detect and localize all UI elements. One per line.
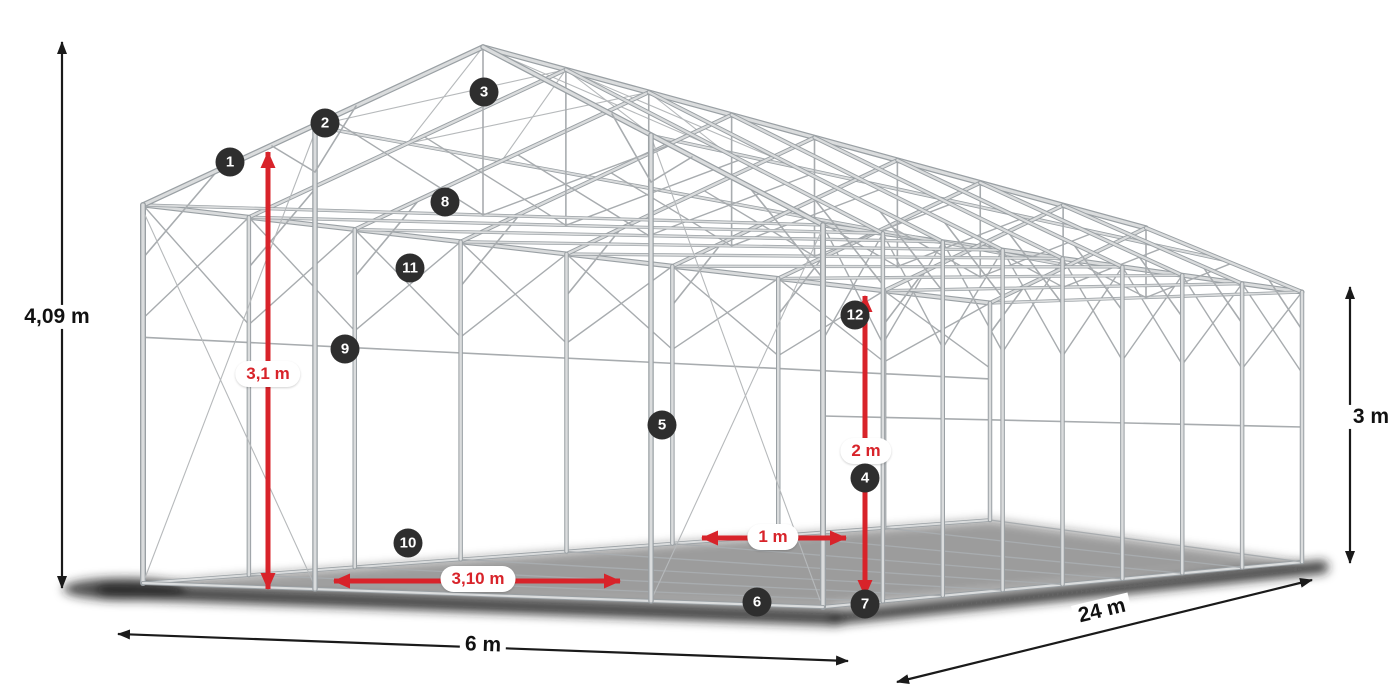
frame-line <box>459 253 568 338</box>
frame-line <box>813 136 1064 260</box>
frame-line <box>1241 291 1303 370</box>
frame-line <box>1121 274 1183 362</box>
frame-line <box>312 69 567 127</box>
frame-line <box>482 144 671 216</box>
frame-line <box>459 113 733 243</box>
frame-line <box>97 583 844 626</box>
frame-line <box>406 46 484 144</box>
frame-line <box>1121 266 1183 366</box>
frame-line <box>1181 274 1243 370</box>
frame-line <box>671 242 723 306</box>
frame-line <box>565 69 654 137</box>
frame-line <box>671 265 779 357</box>
frame-line <box>247 68 568 219</box>
frame-line <box>1061 204 1244 285</box>
dimension-inner-height: 2 m <box>840 438 892 464</box>
frame-line <box>652 141 821 601</box>
frame-line <box>564 68 885 235</box>
frame-line <box>406 91 650 144</box>
frame-line <box>515 153 650 237</box>
frame-line <box>354 241 462 332</box>
frame-line <box>142 169 219 259</box>
frame-line <box>671 542 1124 580</box>
frame-line <box>144 214 314 583</box>
frame-line <box>989 285 1026 335</box>
marker-7[interactable]: 7 <box>850 589 880 619</box>
frame-line <box>652 231 822 597</box>
frame-line <box>354 228 462 338</box>
frame-line <box>141 581 825 609</box>
frame-line <box>459 213 522 288</box>
marker-1[interactable]: 1 <box>215 147 245 177</box>
frame-line <box>822 224 884 345</box>
marker-2[interactable]: 2 <box>310 108 340 138</box>
marker-5[interactable]: 5 <box>647 410 677 440</box>
frame-line <box>1241 282 1303 374</box>
frame-line <box>648 173 812 237</box>
frame-line <box>1201 265 1243 325</box>
marker-11[interactable]: 11 <box>395 253 425 283</box>
frame-line <box>1137 254 1184 318</box>
frame-line <box>1061 257 1124 362</box>
frame-line <box>777 290 885 357</box>
frame-line <box>877 208 944 293</box>
frame-line <box>608 171 733 247</box>
marker-9[interactable]: 9 <box>330 334 360 364</box>
frame-line <box>248 183 320 269</box>
frame-line <box>1007 231 1064 305</box>
frame-line <box>1181 282 1243 366</box>
marker-10[interactable]: 10 <box>393 528 423 558</box>
frame-line <box>1144 226 1304 294</box>
dimension-clearance-height: 3,1 m <box>235 361 301 387</box>
frame-line <box>647 91 944 243</box>
frame-line <box>896 158 1124 269</box>
dimension-arrow <box>896 578 1313 684</box>
frame-line <box>314 105 357 173</box>
marker-6[interactable]: 6 <box>742 587 772 617</box>
frame-line <box>730 113 1004 252</box>
frame-line <box>883 271 925 325</box>
marker-12[interactable]: 12 <box>840 300 870 330</box>
frame-line <box>565 265 674 344</box>
frame-line <box>459 241 568 344</box>
frame-line <box>1145 262 1233 299</box>
frame-line <box>144 131 316 579</box>
marker-4[interactable]: 4 <box>850 463 880 493</box>
frame-line <box>565 69 797 168</box>
frame-line <box>248 228 356 326</box>
frame-line <box>1266 277 1303 331</box>
dimension-width: 6 m <box>459 632 507 658</box>
frame-line <box>1061 266 1124 357</box>
frame-line <box>482 46 725 153</box>
frame-line <box>747 185 824 280</box>
frame-line <box>888 225 981 278</box>
frame-line <box>979 181 1184 277</box>
frame-line <box>565 227 622 297</box>
frame-line <box>142 204 250 326</box>
frame-line <box>671 277 779 351</box>
frame-line <box>989 519 1303 563</box>
marker-8[interactable]: 8 <box>430 187 460 217</box>
frame-line <box>248 216 356 332</box>
frame-line <box>271 145 316 173</box>
frame-line <box>353 91 650 231</box>
dimension-side-height: 3 m <box>1347 404 1395 430</box>
frame-line <box>142 216 250 320</box>
frame-line <box>942 219 1004 299</box>
frame-line <box>1072 242 1124 312</box>
frame-line <box>611 113 652 183</box>
frame-line <box>812 196 884 286</box>
marker-3[interactable]: 3 <box>469 77 499 107</box>
dimension-inner-width: 1 m <box>747 524 799 550</box>
frame-line <box>883 302 991 363</box>
frame-line <box>979 232 1093 278</box>
frame-line <box>422 135 567 227</box>
frame-line <box>650 156 693 183</box>
dimension-total-height: 4,09 m <box>19 304 95 330</box>
frame-line <box>648 91 725 153</box>
frame-line <box>565 253 674 351</box>
frame-line <box>883 290 991 369</box>
dimension-clearance-width: 3,10 m <box>440 566 516 592</box>
